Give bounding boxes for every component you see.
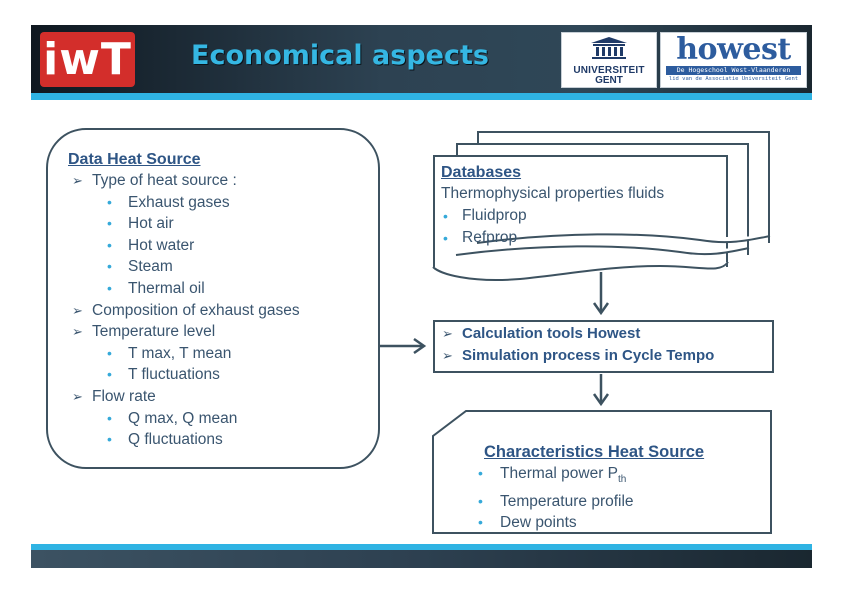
ugent-logo-line1: UNIVERSITEIT [573, 65, 645, 76]
characteristics-content: Characteristics Heat Source • Thermal po… [472, 441, 772, 534]
data-heat-source-content: Data Heat Source ➢ Type of heat source : •… [68, 150, 368, 451]
databases-content: Databases Thermophysical properties flui… [441, 163, 741, 249]
characteristics-item-dew-points: • Dew points [472, 512, 772, 534]
databases-item-fluidprop: • Fluidprop [441, 205, 741, 227]
iwt-logo: iwT [40, 32, 135, 87]
databases-item-refprop: • Refprop [441, 227, 741, 249]
heat-source-item-label: Q max, Q mean [128, 409, 238, 427]
bullet-dot-icon: • [107, 258, 112, 275]
calculation-box [433, 320, 774, 373]
databases-item-label: Refprop [462, 229, 518, 246]
heat-source-item-label: Composition of exhaust gases [92, 301, 300, 319]
calculation-content: ➢ Calculation tools Howest ➢ Simulation … [441, 323, 714, 366]
heat-source-subitem: • T max, T mean [68, 343, 368, 365]
bullet-dot-icon: • [107, 236, 112, 253]
databases-subtitle: Thermophysical properties fluids [441, 185, 665, 202]
heat-source-subitem: • Hot air [68, 213, 368, 235]
arrow-bullet-icon: ➢ [442, 326, 453, 341]
heat-source-item-label: Q fluctuations [128, 431, 223, 449]
characteristics-title: Characteristics Heat Source [484, 443, 705, 461]
footer-accent-bar [31, 544, 812, 550]
calculation-item-simulation: ➢ Simulation process in Cycle Tempo [441, 345, 714, 367]
ugent-logo: UNIVERSITEIT GENT [561, 32, 657, 88]
bullet-dot-icon: • [107, 409, 112, 426]
howest-logo-tagline: lid van de Associatie Universiteit Gent [668, 76, 799, 82]
header-accent-bar [31, 93, 812, 100]
data-heat-source-list: ➢ Type of heat source : • Exhaust gases • Hot… [68, 170, 368, 451]
arrow-calc-to-char-head [592, 393, 610, 407]
bullet-dot-icon: • [107, 215, 112, 232]
thermal-power-label: Thermal power P [500, 465, 619, 482]
heat-source-item-label: Temperature level [92, 323, 216, 341]
data-heat-source-box [46, 128, 380, 469]
heat-source-item-label: T max, T mean [128, 344, 232, 362]
arrow-bullet-icon: ➢ [72, 388, 83, 404]
arrow-source-to-calc-head [413, 337, 427, 355]
heat-source-item-label: Exhaust gases [128, 193, 230, 211]
heat-source-subitem: • Exhaust gases [68, 192, 368, 214]
bullet-dot-icon: • [478, 514, 483, 531]
temperature-profile-label: Temperature profile [500, 492, 634, 510]
heat-source-item-label: Thermal oil [128, 279, 205, 297]
page-title: Economical aspects [191, 40, 489, 71]
characteristics-item-thermal-power: • Thermal power Pth [472, 463, 772, 491]
heat-source-item-label: T fluctuations [128, 366, 220, 384]
calculation-item-tools: ➢ Calculation tools Howest [441, 323, 714, 345]
heat-source-item-label: Hot air [128, 215, 174, 233]
data-heat-source-title: Data Heat Source [68, 151, 201, 168]
arrow-bullet-icon: ➢ [72, 324, 83, 340]
heat-source-subitem: • Thermal oil [68, 278, 368, 300]
bullet-dot-icon: • [443, 230, 448, 246]
heat-source-item-label: Type of heat source : [92, 172, 237, 189]
ugent-logo-line2: GENT [595, 75, 623, 86]
bullet-dot-icon: • [107, 431, 112, 448]
bullet-dot-icon: • [107, 279, 112, 296]
heat-source-item: ➢ Composition of exhaust gases [68, 300, 368, 322]
characteristics-item-temperature-profile: • Temperature profile [472, 491, 772, 513]
thermal-power-subscript: th [618, 474, 627, 486]
heat-source-subitem: • Q max, Q mean [68, 408, 368, 430]
bullet-dot-icon: • [107, 366, 112, 383]
howest-logo: howest De Hogeschool West-Vlaanderen lid… [660, 32, 807, 88]
bullet-dot-icon: • [107, 344, 112, 361]
footer-banner [31, 550, 812, 568]
howest-logo-word: howest [676, 32, 791, 67]
bullet-dot-icon: • [478, 465, 483, 481]
heat-source-subitem: • Hot water [68, 235, 368, 257]
heat-source-subitem: • T fluctuations [68, 364, 368, 386]
university-building-icon [591, 37, 627, 59]
heat-source-item-label: Flow rate [92, 387, 156, 405]
bullet-dot-icon: • [107, 193, 112, 210]
bullet-dot-icon: • [443, 208, 448, 224]
heat-source-item-label: Hot water [128, 236, 195, 254]
arrow-bullet-icon: ➢ [442, 347, 453, 363]
heat-source-subitem: • Q fluctuations [68, 429, 368, 451]
arrow-bullet-icon: ➢ [72, 173, 83, 188]
calculation-item-label: Simulation process in Cycle Tempo [462, 346, 715, 364]
heat-source-item-label: Steam [128, 258, 173, 276]
dew-points-label: Dew points [500, 514, 577, 532]
heat-source-subitem: • Steam [68, 256, 368, 278]
databases-title: Databases [441, 164, 522, 181]
databases-item-label: Fluidprop [462, 207, 527, 224]
arrow-bullet-icon: ➢ [72, 302, 83, 318]
howest-logo-subtitle: De Hogeschool West-Vlaanderen [666, 66, 801, 75]
arrow-db-to-calc-head [592, 302, 610, 316]
heat-source-item: ➢ Flow rate [68, 386, 368, 408]
bullet-dot-icon: • [478, 492, 483, 509]
heat-source-item: ➢ Temperature level [68, 321, 368, 343]
calculation-item-label: Calculation tools Howest [462, 325, 641, 342]
heat-source-item: ➢ Type of heat source : [68, 170, 368, 192]
